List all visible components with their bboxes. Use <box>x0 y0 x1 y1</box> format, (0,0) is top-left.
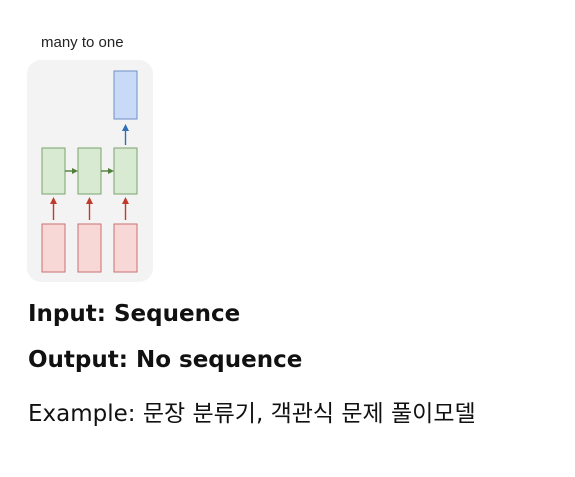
input-line: Input: Sequence <box>28 301 241 327</box>
example-line: Example: 문장 분류기, 객관식 문제 풀이모델 <box>28 401 476 427</box>
input-box-2 <box>77 223 102 273</box>
output-line: Output: No sequence <box>28 347 303 373</box>
input-arrowhead-2 <box>86 197 93 204</box>
input-arrowhead-1 <box>50 197 57 204</box>
diagram-caption: many to one <box>41 34 124 51</box>
output-box <box>113 70 138 120</box>
output-arrowhead <box>122 124 129 131</box>
input-box-3 <box>113 223 138 273</box>
hidden-box-3 <box>113 147 138 195</box>
input-box-1 <box>41 223 66 273</box>
hidden-box-2 <box>77 147 102 195</box>
input-arrowhead-3 <box>122 197 129 204</box>
hidden-arrowhead-2 <box>108 168 114 174</box>
hidden-box-1 <box>41 147 66 195</box>
hidden-arrowhead-1 <box>72 168 78 174</box>
